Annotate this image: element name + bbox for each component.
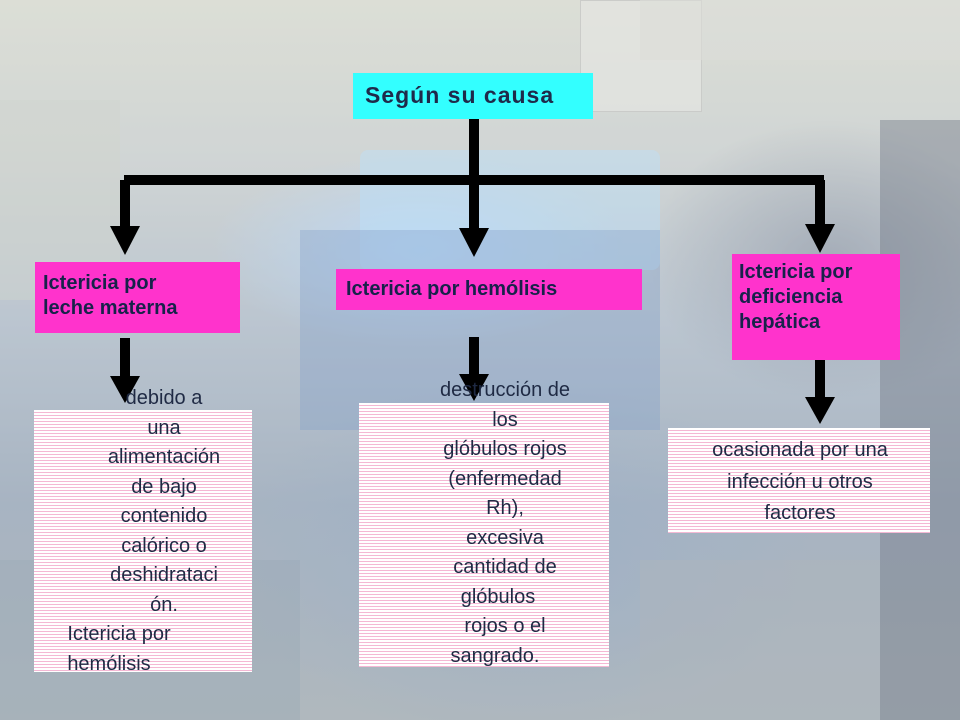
description-line: hemólisis xyxy=(67,652,151,675)
description-box-mid xyxy=(359,403,609,667)
description-line: deshidrataci xyxy=(110,564,218,586)
description-line: excesiva xyxy=(466,526,544,549)
description-line: Rh), xyxy=(486,497,524,519)
description-line: sangrado. xyxy=(450,644,540,667)
arrow-down-icon xyxy=(805,224,835,253)
description-line: una xyxy=(147,416,181,439)
description-box-left xyxy=(34,410,252,672)
description-line: factores xyxy=(764,502,836,524)
arrow-down-icon xyxy=(459,228,489,257)
description-line: alimentación xyxy=(107,446,221,468)
description-line: destrucción de xyxy=(439,379,571,401)
description-text-mid: destrucción de los glóbulos rojos (enfer… xyxy=(405,376,605,671)
root-title-box: Según su causa xyxy=(353,73,593,119)
category-box-leche-materna: Ictericia por leche materna xyxy=(35,262,240,333)
connector-left-stem-2 xyxy=(120,338,130,378)
description-line: debido a xyxy=(125,387,203,409)
description-line: calórico o xyxy=(121,534,207,557)
connector-trunk xyxy=(469,119,479,179)
description-line: ón. xyxy=(150,593,178,616)
description-line: rojos o el xyxy=(464,615,546,637)
connector-mid-stem-2 xyxy=(469,337,479,377)
category-label-line: deficiencia xyxy=(739,286,843,308)
description-text-left: debido a una alimentación de bajo conten… xyxy=(64,384,264,679)
category-label-line: hepática xyxy=(739,311,821,333)
connector-mid-stem xyxy=(469,180,479,230)
description-line: de bajo xyxy=(131,475,197,498)
category-box-hemolisis: Ictericia por hemólisis xyxy=(336,269,642,310)
arrow-down-icon xyxy=(805,397,835,424)
connector-left-stem xyxy=(120,180,130,228)
description-line: glóbulos xyxy=(460,585,536,608)
arrow-down-icon xyxy=(110,376,140,403)
description-box-right xyxy=(668,428,930,533)
description-line: cantidad de xyxy=(453,556,557,578)
description-text-right: ocasionada por una infección u otros fac… xyxy=(672,435,928,530)
description-line: Ictericia por xyxy=(67,623,171,645)
arrow-down-icon xyxy=(459,374,489,401)
category-label-line: Ictericia por xyxy=(43,272,157,294)
description-line: los xyxy=(492,408,518,431)
root-title: Según su causa xyxy=(365,82,555,108)
connector-right-stem xyxy=(815,180,825,226)
description-line: contenido xyxy=(120,505,208,527)
description-line: (enfermedad xyxy=(448,467,562,490)
description-line: glóbulos rojos xyxy=(443,438,567,460)
category-label-line: Ictericia por hemólisis xyxy=(346,278,558,300)
category-label-line: leche materna xyxy=(43,297,178,319)
category-label-line: Ictericia por xyxy=(739,261,853,283)
arrow-down-icon xyxy=(110,226,140,255)
category-box-deficiencia-hepatica: Ictericia por deficiencia hepática xyxy=(732,254,900,360)
description-line: infección u otros xyxy=(727,470,873,493)
connector-right-stem-2 xyxy=(815,360,825,400)
description-line: ocasionada por una xyxy=(712,439,888,461)
